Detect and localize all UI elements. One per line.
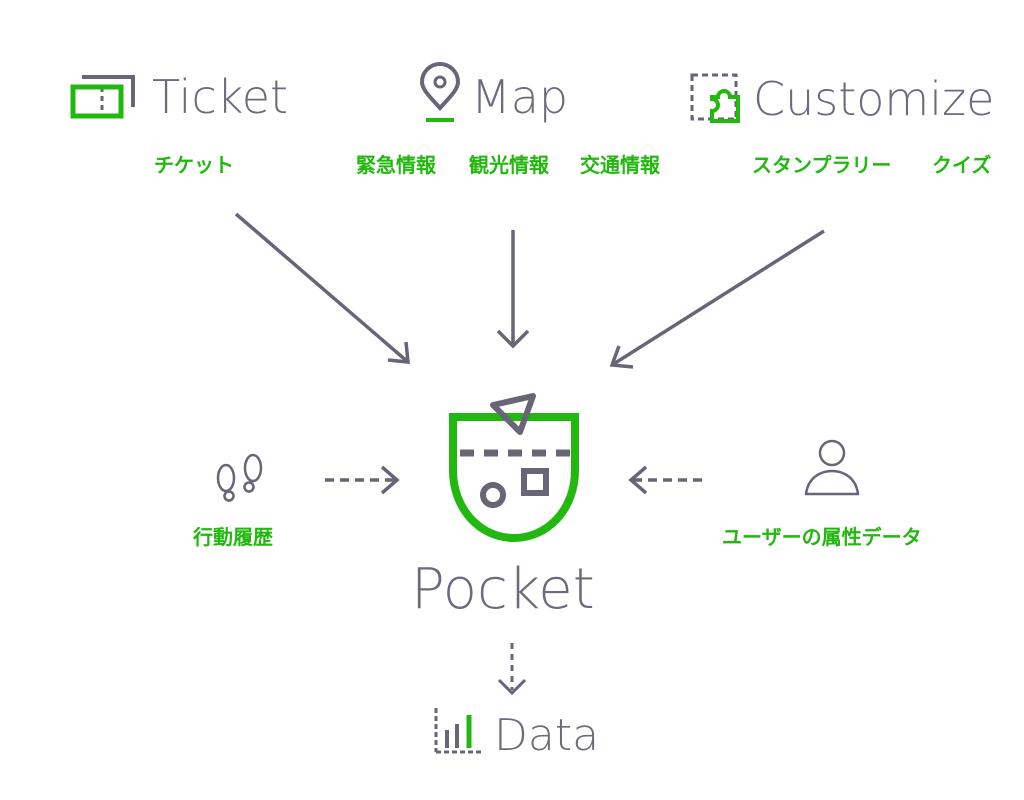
customize-item-quiz: クイズ [932, 153, 992, 177]
user-icon [804, 439, 860, 496]
map-title: Map [471, 70, 569, 124]
arrow-user-to-pocket [628, 465, 702, 495]
map-pin-icon [419, 62, 461, 122]
customize-item-stamp-rally: スタンプラリー [752, 153, 892, 177]
map-item-tourism: 観光情報 [469, 153, 549, 177]
arrow-customize-to-pocket [609, 229, 825, 369]
footprints-icon [216, 453, 263, 502]
arrow-ticket-to-pocket [234, 212, 410, 364]
pocket-title: Pocket [411, 557, 595, 622]
map-item-traffic: 交通情報 [580, 153, 660, 177]
map-item-emergency: 緊急情報 [356, 153, 436, 177]
user-attribute-label: ユーザーの属性データ [722, 525, 922, 549]
ticket-icon [70, 75, 135, 119]
ticket-item-label: チケット [154, 153, 234, 177]
pocket-icon [449, 393, 579, 543]
customize-title: Customize [753, 72, 995, 126]
bar-chart-icon [434, 708, 482, 754]
history-label: 行動履歴 [193, 525, 273, 549]
puzzle-icon [690, 73, 740, 123]
ticket-title: Ticket [152, 70, 289, 124]
data-title: Data [494, 710, 600, 761]
arrow-history-to-pocket [325, 465, 400, 495]
arrow-pocket-to-data [497, 643, 527, 696]
arrow-map-to-pocket [496, 230, 530, 349]
